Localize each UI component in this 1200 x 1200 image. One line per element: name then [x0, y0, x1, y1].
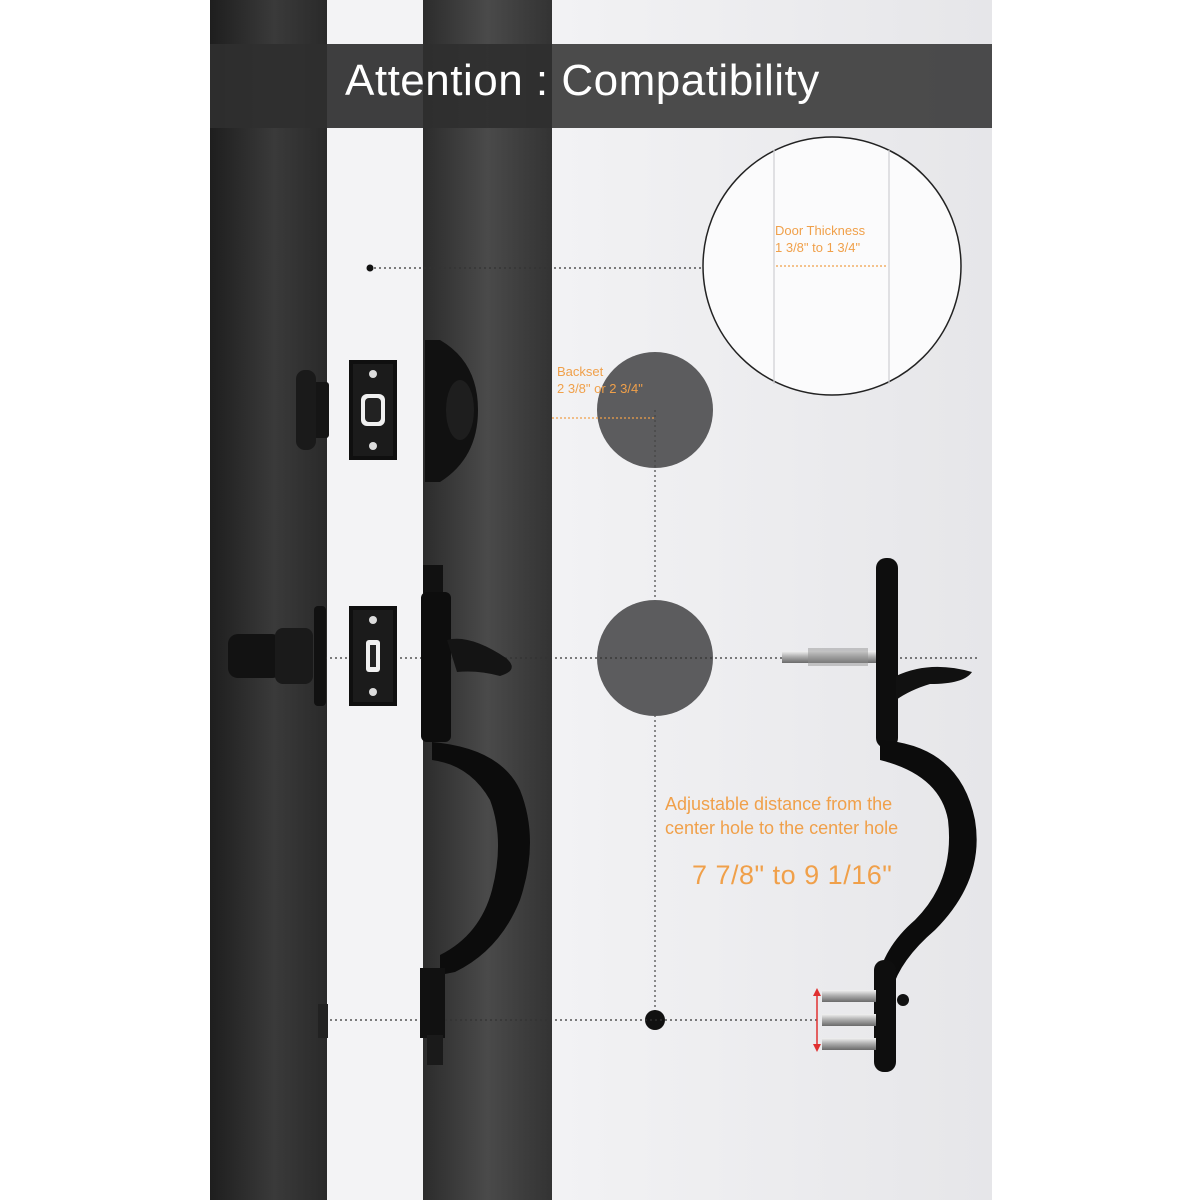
- backset-title: Backset: [557, 364, 604, 379]
- door-thickness-value: 1 3/8" to 1 3/4": [775, 240, 861, 255]
- handle-side-profile: [782, 558, 977, 1072]
- backset-label: Backset 2 3/8" or 2 3/4": [557, 363, 643, 397]
- adjustable-distance-caption: Adjustable distance from the center hole…: [665, 792, 898, 840]
- door-face-left: [210, 0, 327, 1200]
- adjustable-distance-line1: Adjustable distance from the: [665, 794, 893, 814]
- handleset-front: [420, 565, 530, 1065]
- backset-value: 2 3/8" or 2 3/4": [557, 381, 643, 396]
- adjustable-distance-line2: center hole to the center hole: [665, 818, 899, 838]
- door-thickness-title: Door Thickness: [775, 223, 866, 238]
- door-edge-strip: [327, 0, 423, 1200]
- deadbolt-assembly: [296, 340, 478, 482]
- page-title: Attention : Compatibility: [345, 56, 820, 105]
- adjustable-distance-value: 7 7/8" to 9 1/16": [692, 860, 893, 890]
- door-thickness-label: Door Thickness 1 3/8" to 1 3/4": [775, 222, 865, 256]
- thickness-marker-dot: [366, 264, 374, 272]
- interior-knob-latch: [228, 606, 397, 1038]
